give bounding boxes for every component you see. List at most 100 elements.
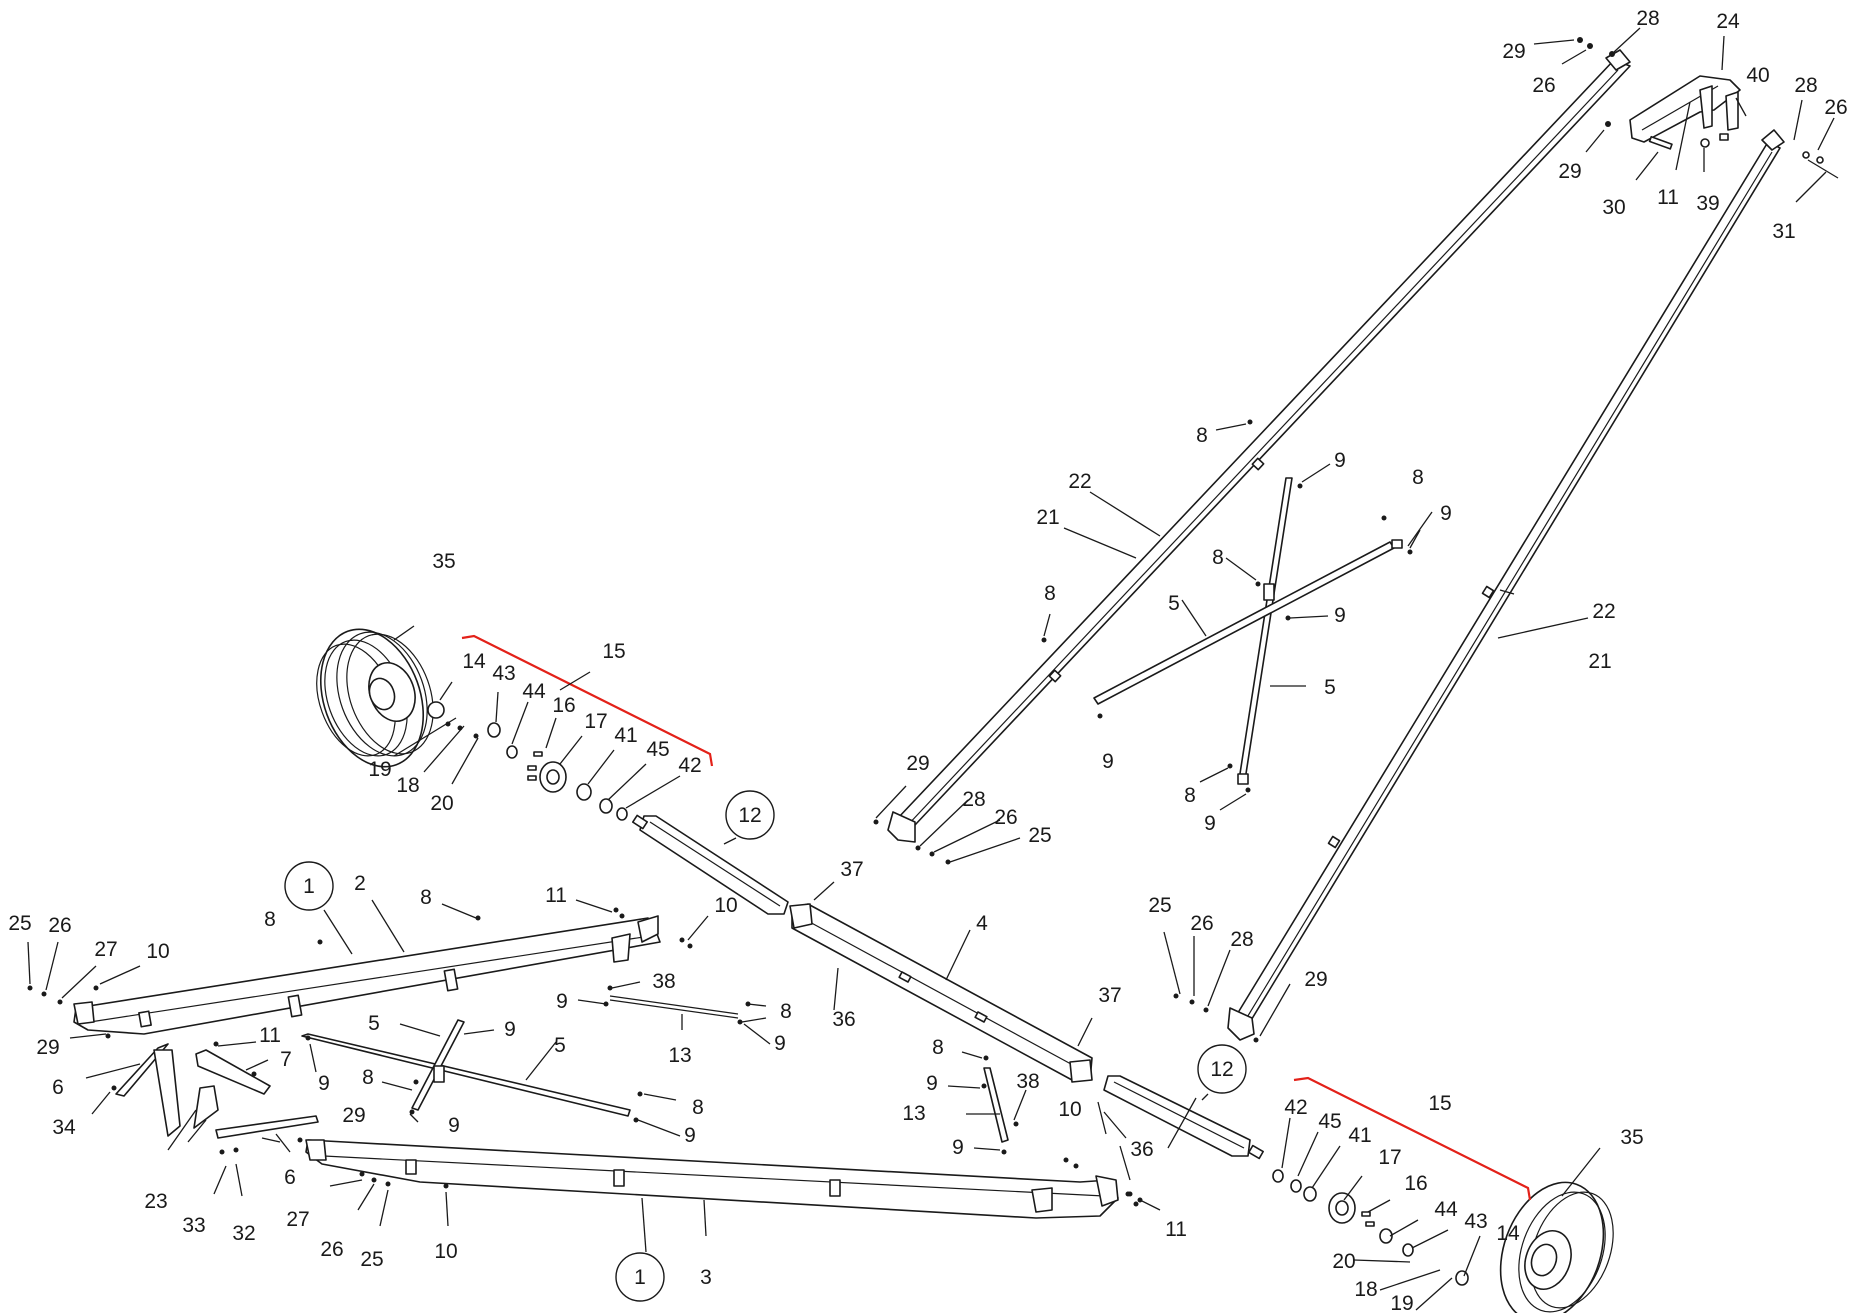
callout: 13 bbox=[668, 1044, 691, 1067]
callout: 8 bbox=[932, 1036, 944, 1059]
x-brace-upper bbox=[1093, 477, 1403, 785]
callout: 29 bbox=[36, 1036, 59, 1059]
callout: 21 bbox=[1036, 506, 1059, 529]
callout: 9 bbox=[1102, 750, 1114, 773]
callout: 8 bbox=[1212, 546, 1224, 569]
callout: 38 bbox=[652, 970, 675, 993]
axle-right bbox=[1103, 1075, 1264, 1160]
callout-labels: 28 24 29 26 40 28 26 29 30 11 39 31 8 9 … bbox=[8, 7, 1847, 1313]
frame-tube-3 bbox=[305, 1139, 1119, 1219]
kit-bracket-lower bbox=[1293, 1076, 1532, 1201]
callout: 34 bbox=[52, 1116, 76, 1139]
callout: 36 bbox=[832, 1008, 855, 1031]
callout-circles bbox=[284, 790, 1247, 1302]
axle-left bbox=[631, 814, 789, 915]
callout: 22 bbox=[1592, 600, 1615, 623]
callout: 9 bbox=[1440, 502, 1452, 525]
callout: 8 bbox=[264, 908, 276, 931]
callout: 9 bbox=[774, 1032, 786, 1055]
parts-artwork bbox=[27, 37, 1839, 1313]
callout: 14 bbox=[462, 650, 486, 673]
callout: 11 bbox=[545, 884, 567, 907]
callout: 8 bbox=[362, 1066, 374, 1089]
callout: 28 bbox=[1230, 928, 1253, 951]
callout: 5 bbox=[554, 1034, 566, 1057]
callout: 16 bbox=[552, 694, 575, 717]
callout: 16 bbox=[1404, 1172, 1427, 1195]
callout: 29 bbox=[906, 752, 929, 775]
callout: 33 bbox=[182, 1214, 205, 1237]
callout: 39 bbox=[1696, 192, 1719, 215]
callout: 26 bbox=[1532, 74, 1555, 97]
callout: 11 bbox=[1657, 186, 1679, 209]
callout: 1 bbox=[303, 875, 315, 898]
callout: 10 bbox=[146, 940, 169, 963]
callout: 8 bbox=[1196, 424, 1208, 447]
callout: 25 bbox=[1148, 894, 1171, 917]
callout: 35 bbox=[1620, 1126, 1643, 1149]
callout: 29 bbox=[342, 1104, 365, 1127]
wheel-lower-right bbox=[1499, 1181, 1614, 1313]
callout: 26 bbox=[1190, 912, 1213, 935]
long-tube-upper-right bbox=[1227, 129, 1785, 1041]
callout: 45 bbox=[1318, 1110, 1341, 1133]
callout: 36 bbox=[1130, 1138, 1153, 1161]
bolt-31 bbox=[1802, 151, 1839, 179]
callout: 24 bbox=[1716, 10, 1740, 33]
callout: 9 bbox=[1204, 812, 1216, 835]
callout: 37 bbox=[840, 858, 863, 881]
callout: 19 bbox=[1390, 1292, 1413, 1313]
callout: 10 bbox=[1058, 1098, 1081, 1121]
callout: 28 bbox=[1794, 74, 1817, 97]
frame-tube-2 bbox=[73, 915, 661, 1035]
callout: 8 bbox=[780, 1000, 792, 1023]
callout: 43 bbox=[1464, 1210, 1487, 1233]
callout: 7 bbox=[280, 1048, 292, 1071]
callout: 45 bbox=[646, 738, 669, 761]
callout: 8 bbox=[1044, 582, 1056, 605]
callout: 18 bbox=[1354, 1278, 1377, 1301]
callout: 43 bbox=[492, 662, 515, 685]
callout: 5 bbox=[368, 1012, 380, 1035]
callout: 41 bbox=[614, 724, 637, 747]
callout: 20 bbox=[430, 792, 453, 815]
callout: 10 bbox=[714, 894, 737, 917]
callout: 8 bbox=[420, 886, 432, 909]
callout: 9 bbox=[556, 990, 568, 1013]
callout: 32 bbox=[232, 1222, 255, 1245]
rod-13-lower bbox=[983, 1067, 1009, 1143]
callout: 2 bbox=[354, 872, 366, 895]
callout: 11 bbox=[1165, 1218, 1187, 1241]
callout: 29 bbox=[1502, 40, 1525, 63]
callout: 25 bbox=[1028, 824, 1051, 847]
callout: 18 bbox=[396, 774, 419, 797]
callout: 12 bbox=[1210, 1058, 1233, 1081]
callout: 11 bbox=[259, 1024, 281, 1047]
callout: 5 bbox=[1168, 592, 1180, 615]
kit-bracket-upper bbox=[461, 634, 714, 767]
callout: 38 bbox=[1016, 1070, 1039, 1093]
callout: 42 bbox=[1284, 1096, 1307, 1119]
callout: 30 bbox=[1602, 196, 1625, 219]
callout: 29 bbox=[1558, 160, 1581, 183]
callout: 9 bbox=[504, 1018, 516, 1041]
callout: 21 bbox=[1588, 650, 1611, 673]
callout: 25 bbox=[8, 912, 31, 935]
callout: 8 bbox=[1412, 466, 1424, 489]
callout: 23 bbox=[144, 1190, 167, 1213]
callout: 27 bbox=[94, 938, 117, 961]
callout: 10 bbox=[434, 1240, 457, 1263]
callout: 3 bbox=[700, 1266, 712, 1289]
callout: 28 bbox=[1636, 7, 1659, 30]
callout: 9 bbox=[448, 1114, 460, 1137]
callout: 44 bbox=[522, 680, 546, 703]
callout: 9 bbox=[684, 1124, 696, 1147]
callout: 44 bbox=[1434, 1198, 1458, 1221]
callout: 9 bbox=[1334, 449, 1346, 472]
callout: 14 bbox=[1496, 1222, 1520, 1245]
leader-lines bbox=[27, 27, 1835, 1311]
callout: 9 bbox=[926, 1072, 938, 1095]
wheel-upper-left bbox=[316, 628, 434, 768]
callout: 26 bbox=[48, 914, 71, 937]
